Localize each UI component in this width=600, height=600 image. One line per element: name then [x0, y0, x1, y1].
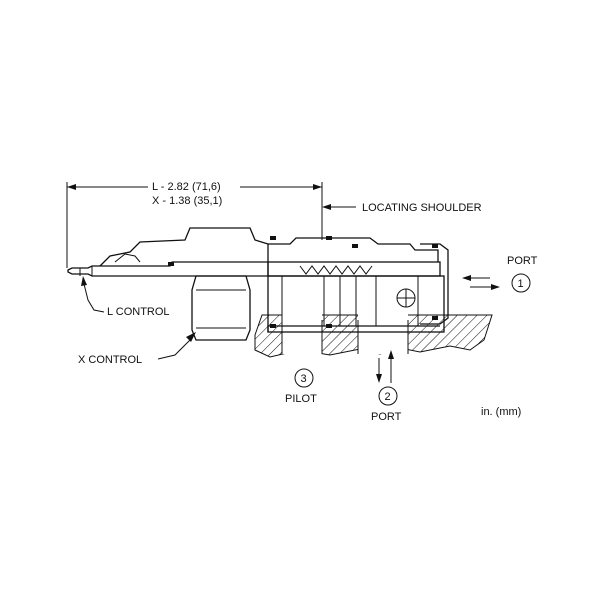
cartridge-body	[67, 227, 449, 341]
pilot-port-circle	[294, 368, 314, 388]
l-control-label: L CONTROL	[107, 306, 170, 318]
dimension-x-label: X - 1.38 (35,1)	[152, 195, 222, 207]
manifold-block	[254, 314, 493, 358]
port-2-label: PORT	[371, 411, 402, 423]
x-control-leader	[157, 332, 196, 360]
locating-shoulder-leader	[322, 204, 356, 210]
units-label: in. (mm)	[481, 406, 521, 418]
port-1-label: PORT	[507, 255, 538, 267]
dimension-l-label: L - 2.82 (71,6)	[152, 181, 221, 193]
x-control-label: X CONTROL	[78, 354, 142, 366]
port-2-flow-arrows	[376, 350, 394, 383]
port-2-number: 2	[385, 391, 391, 403]
pilot-label: PILOT	[285, 393, 317, 405]
port-1-number: 1	[518, 278, 524, 290]
pilot-port-number: 3	[301, 373, 307, 385]
spring	[299, 265, 373, 275]
port-1-circle	[511, 273, 531, 293]
dimension-line	[66, 182, 323, 268]
port-1-flow-arrows	[462, 275, 500, 290]
locating-shoulder-label: LOCATING SHOULDER	[362, 202, 482, 214]
port-2-circle	[378, 386, 398, 406]
l-control-leader	[81, 276, 105, 313]
